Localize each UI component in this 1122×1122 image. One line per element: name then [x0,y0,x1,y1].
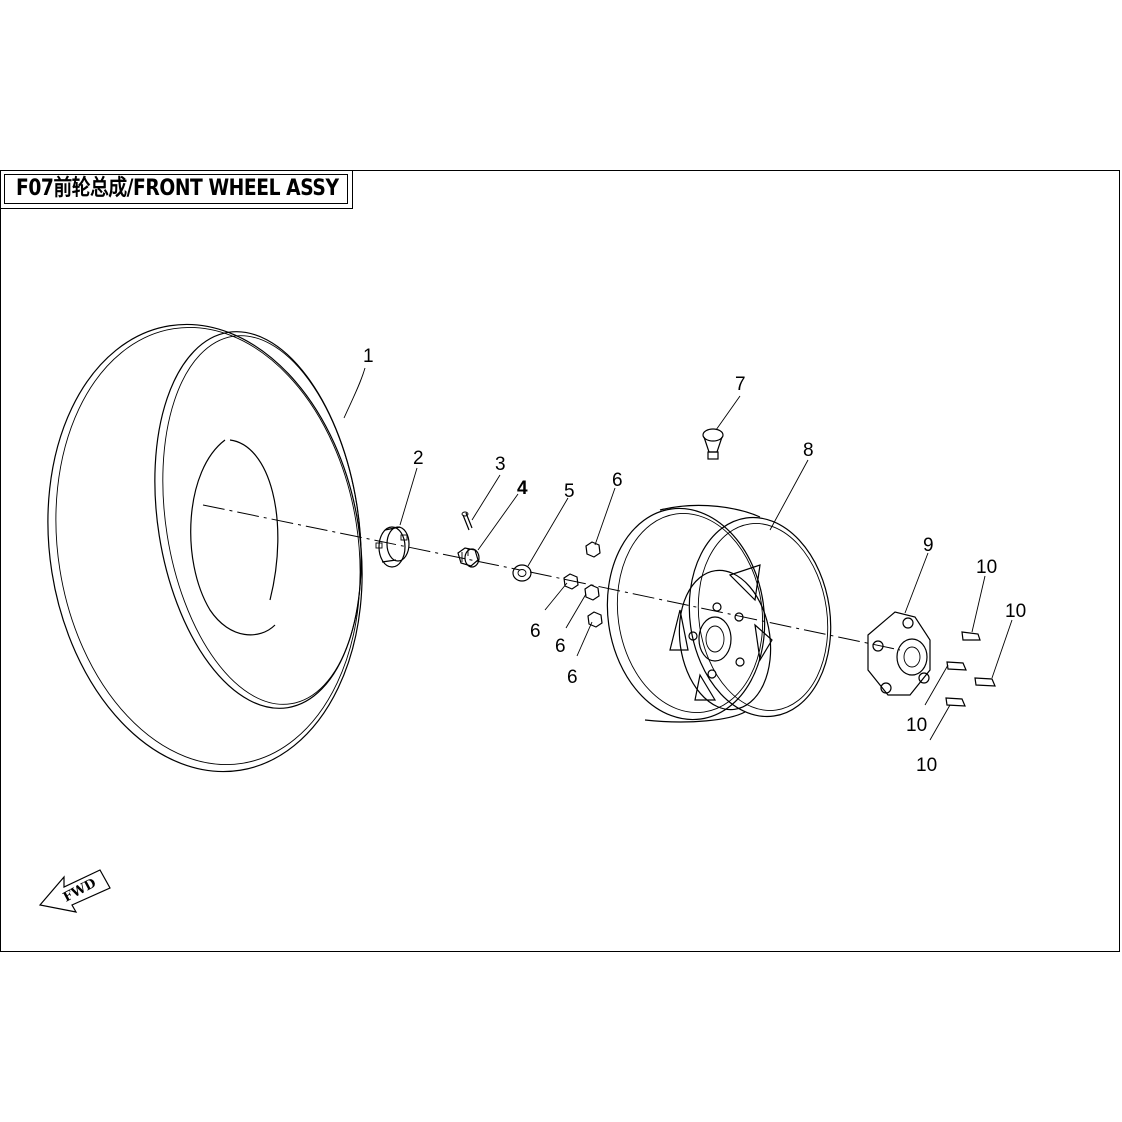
lug-nuts [563,541,603,628]
callout-6-left: 6 [530,621,541,642]
diagram-frame [0,170,1120,952]
callout-1: 1 [363,346,374,367]
fwd-arrow-icon: FWD [38,869,111,913]
title-box-inner [4,174,348,204]
wheel-rim [606,504,832,723]
callout-5: 5 [564,481,575,502]
callout-8: 8 [803,440,814,461]
callout-4: 4 [517,478,528,499]
callout-10-mid: 10 [906,715,927,736]
callout-10-right: 10 [1005,601,1026,622]
washer [512,564,532,582]
castle-nut [457,547,480,568]
valve-stem [702,428,724,460]
callout-6-mid: 6 [555,636,566,657]
callout-6-bottom: 6 [567,667,578,688]
diagram-title: F07前轮总成/FRONT WHEEL ASSY [16,176,339,201]
wheel-studs [945,631,996,707]
callout-9: 9 [923,535,934,556]
callout-2: 2 [413,448,424,469]
title-box [0,170,353,209]
leader-lines [343,367,1013,741]
callout-10-bottom: 10 [916,755,937,776]
callout-3: 3 [495,454,506,475]
callout-10-top: 10 [976,557,997,578]
callout-6-top: 6 [612,470,623,491]
hub-cap [375,526,410,568]
cotter-pin [461,511,473,531]
tire [47,323,363,773]
wheel-hub [867,611,931,696]
callout-7: 7 [735,374,746,395]
